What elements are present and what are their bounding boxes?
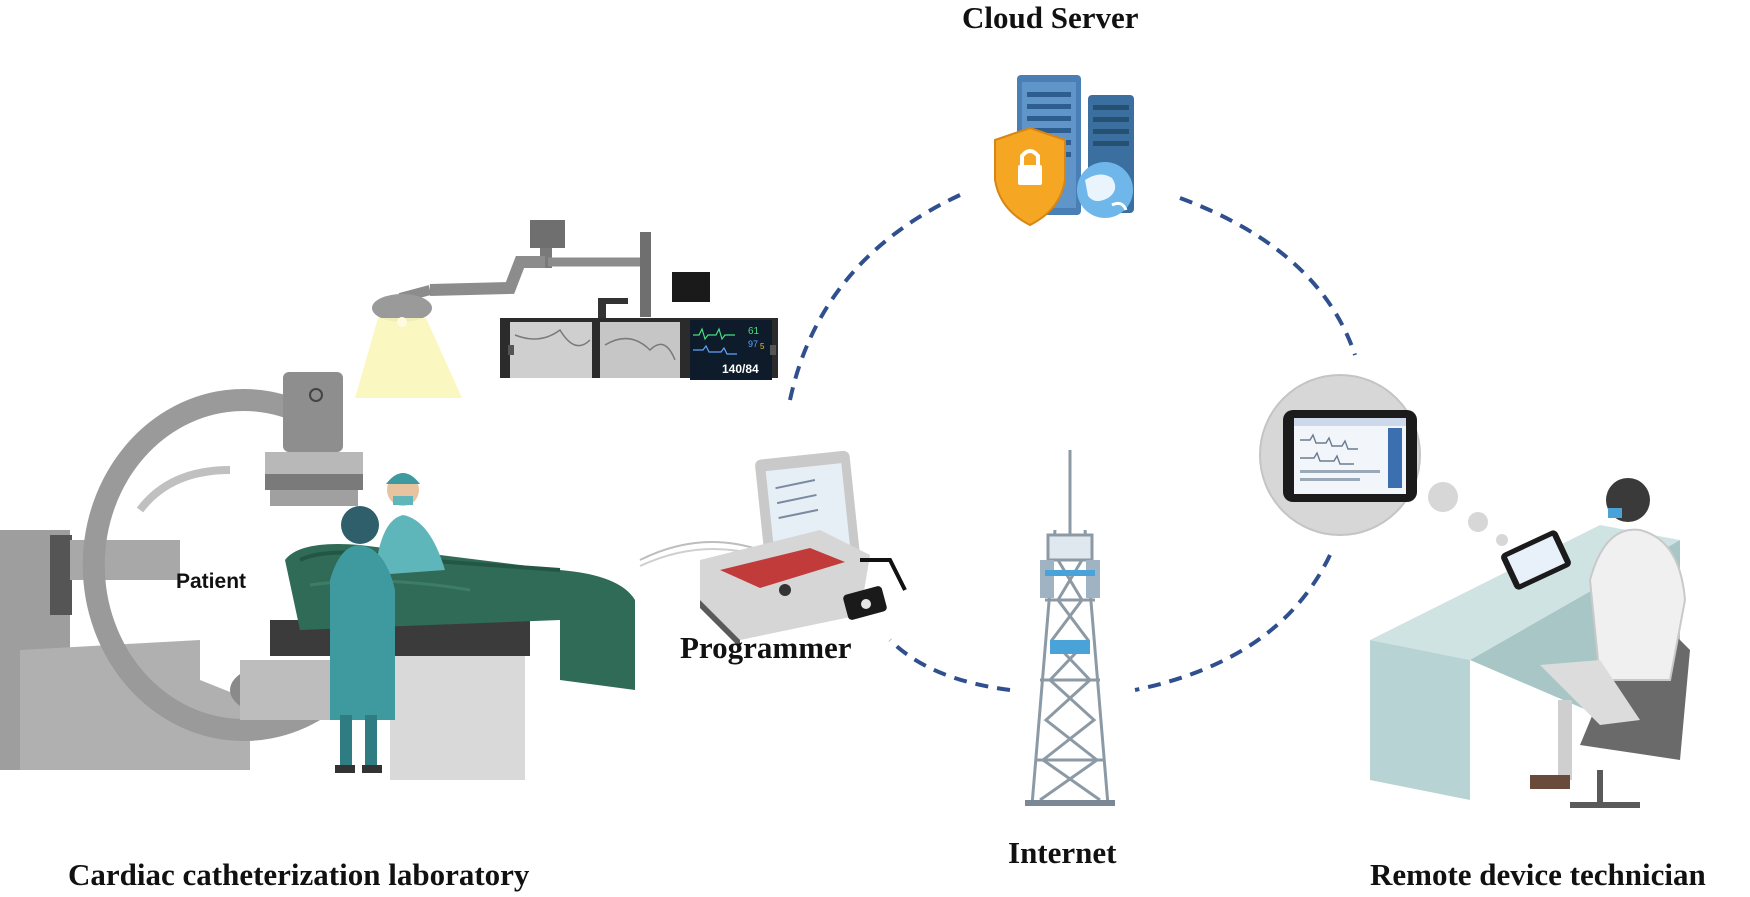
shield-lock-icon — [994, 126, 1066, 227]
globe-icon — [1077, 162, 1133, 218]
monitor-hr: 61 — [748, 326, 760, 337]
cloud-server-icon — [994, 75, 1134, 227]
tablet-icon — [1283, 410, 1417, 502]
programmer-label: Programmer — [680, 630, 852, 665]
monitor-bp: 140/84 — [722, 362, 759, 376]
cloud-server-label: Cloud Server — [962, 0, 1139, 35]
handheld-tablet-icon — [1501, 530, 1571, 590]
remote-workstation — [1370, 478, 1690, 808]
connection-cloud-to-remote — [1179, 196, 1357, 356]
cell-tower-icon — [1025, 450, 1115, 806]
technician-figure — [1530, 478, 1687, 789]
connection-internet-to-programmer — [888, 638, 1011, 692]
laptop-programmer-icon — [639, 450, 907, 648]
monitor-resp: 5 — [760, 342, 765, 351]
connection-programmer-to-cloud — [788, 193, 961, 401]
c-arm-icon — [0, 372, 363, 770]
monitor-boom: 61 97 5 140/84 — [500, 232, 778, 380]
surgical-lamp-icon — [355, 220, 565, 398]
cath-lab-label: Cardiac catheterization laboratory — [68, 857, 530, 892]
physician-figure — [375, 473, 445, 575]
monitor-spo2: 97 — [748, 339, 758, 349]
patient-label: Patient — [176, 570, 247, 593]
thought-bubble — [1259, 374, 1508, 546]
remote-technician-label: Remote device technician — [1370, 857, 1706, 892]
nurse-figure — [330, 506, 395, 773]
connection-remote-to-internet — [1134, 554, 1332, 692]
network-connections — [788, 193, 1357, 692]
internet-label: Internet — [1008, 835, 1117, 870]
